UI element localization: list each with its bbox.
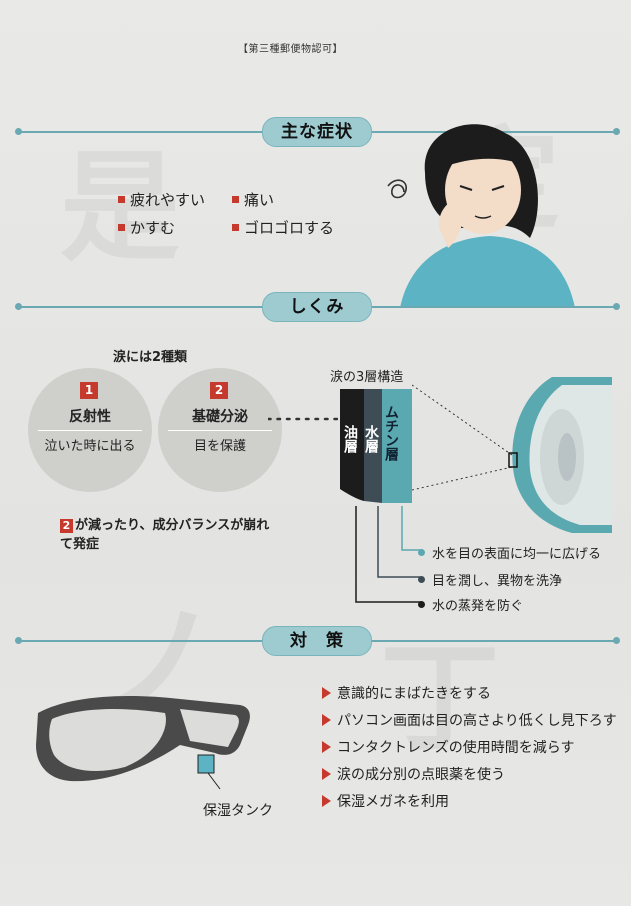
divider-dot bbox=[15, 128, 22, 135]
triangle-arrow-icon bbox=[322, 714, 331, 726]
dot-icon bbox=[418, 576, 425, 583]
divider bbox=[38, 430, 142, 431]
tired-woman-illustration bbox=[387, 124, 575, 308]
number-badge: 1 bbox=[80, 382, 98, 399]
moisture-glasses-illustration bbox=[36, 695, 250, 790]
symptom-item: かすむ bbox=[118, 217, 175, 238]
number-badge: 2 bbox=[60, 519, 73, 533]
measure-item: コンタクトレンズの使用時間を減らす bbox=[322, 737, 574, 757]
layer-water-label: 水層 bbox=[363, 425, 379, 453]
bullet-square-icon bbox=[118, 224, 125, 231]
number-badge: 2 bbox=[210, 382, 228, 399]
divider bbox=[168, 430, 272, 431]
function-oil: 水の蒸発を防ぐ bbox=[418, 595, 523, 614]
background-texture: 是 bbox=[60, 137, 180, 278]
bullet-square-icon bbox=[232, 196, 239, 203]
divider-dot bbox=[613, 303, 620, 310]
measure-item: 意識的にまばたきをする bbox=[322, 683, 491, 703]
layer-oil-label: 油層 bbox=[342, 425, 358, 453]
leader-lines bbox=[355, 506, 422, 603]
tear-type-basal: 2 基礎分泌 目を保護 bbox=[158, 368, 282, 492]
dotted-connector bbox=[268, 417, 338, 421]
measure-item: 保湿メガネを利用 bbox=[322, 791, 449, 811]
bullet-square-icon bbox=[232, 224, 239, 231]
tear-type-reflex: 1 反射性 泣いた時に出る bbox=[28, 368, 152, 492]
measure-item: パソコン画面は目の高さより低くし見下ろす bbox=[322, 710, 617, 730]
dot-icon bbox=[418, 549, 425, 556]
tear-layers-graphic bbox=[340, 389, 412, 503]
mechanism-subtitle: 涙には2種類 bbox=[113, 350, 188, 365]
symptom-item: 痛い bbox=[232, 189, 274, 210]
triangle-arrow-icon bbox=[322, 687, 331, 699]
triangle-arrow-icon bbox=[322, 795, 331, 807]
triangle-arrow-icon bbox=[322, 768, 331, 780]
structure-title: 涙の3層構造 bbox=[330, 370, 404, 385]
divider-dot bbox=[15, 303, 22, 310]
function-mucin: 水を目の表面に均一に広げる bbox=[418, 543, 601, 562]
layer-mucin-label: ムチン層 bbox=[383, 405, 399, 461]
dot-icon bbox=[418, 601, 425, 608]
page-header: 【第三種郵便物認可】 bbox=[238, 44, 343, 55]
symptom-item: 疲れやすい bbox=[118, 189, 205, 210]
tank-label: 保湿タンク bbox=[203, 803, 273, 819]
section-title-symptoms: 主な症状 bbox=[262, 117, 372, 147]
eye-cross-section-illustration bbox=[412, 377, 612, 533]
tear-type-name: 反射性 bbox=[69, 409, 111, 425]
triangle-arrow-icon bbox=[322, 741, 331, 753]
function-water: 目を潤し、異物を洗浄 bbox=[418, 570, 562, 589]
section-title-measures: 対 策 bbox=[262, 626, 372, 656]
bullet-square-icon bbox=[118, 196, 125, 203]
divider-dot bbox=[613, 128, 620, 135]
measure-item: 涙の成分別の点眼薬を使う bbox=[322, 764, 505, 784]
section-title-mechanism: しくみ bbox=[262, 292, 372, 322]
tear-type-desc: 目を保護 bbox=[193, 439, 246, 454]
divider-dot bbox=[15, 637, 22, 644]
tear-type-desc: 泣いた時に出る bbox=[44, 439, 136, 454]
symptom-item: ゴロゴロする bbox=[232, 217, 334, 238]
tear-type-name: 基礎分泌 bbox=[192, 409, 248, 425]
divider-dot bbox=[613, 637, 620, 644]
background-texture: 丁 bbox=[380, 627, 500, 768]
